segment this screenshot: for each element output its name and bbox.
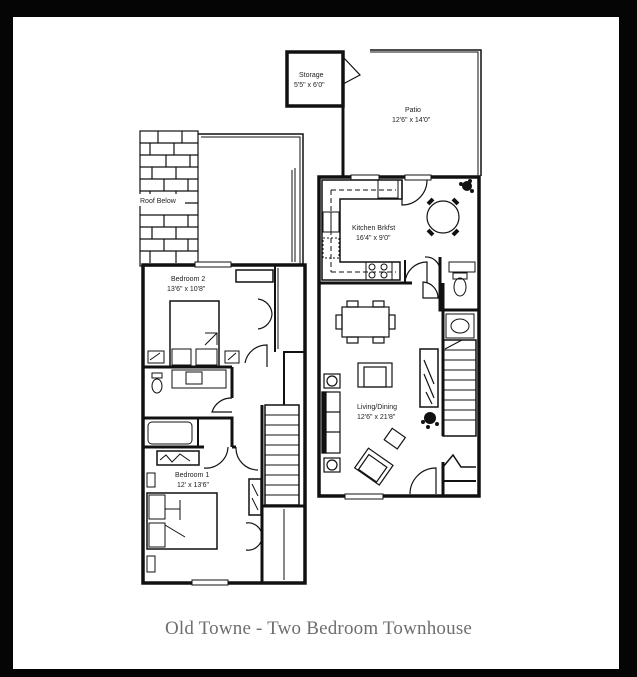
breakfast-table xyxy=(426,197,460,237)
bedroom-2-furniture xyxy=(147,269,274,445)
stairs-upper xyxy=(264,404,300,506)
floor-plan-sheet xyxy=(13,17,619,669)
stairs-lower xyxy=(442,339,477,437)
living-furniture xyxy=(321,348,439,486)
bedroom-1-label: Bedroom 1 xyxy=(175,472,209,479)
bedroom-2-size: 13'6" x 10'8" xyxy=(167,286,206,293)
ground-floor: Storage 5'5" x 6'0" Patio 12'6" x 14'0" xyxy=(285,49,482,500)
bedroom-2-label: Bedroom 2 xyxy=(171,276,205,283)
patio-label: Patio xyxy=(405,107,421,114)
kitchen-label: Kitchen Brkfst xyxy=(352,225,395,232)
roof-label: Roof Below xyxy=(140,198,177,205)
plant-icon xyxy=(459,179,474,193)
living-size: 12'6" x 21'8" xyxy=(357,414,396,421)
kitchen-size: 16'4" x 9'0" xyxy=(356,235,391,242)
plant-icon xyxy=(421,412,439,429)
floor-plan-caption: Old Towne - Two Bedroom Townhouse xyxy=(164,618,473,639)
storage-size: 5'5" x 6'0" xyxy=(294,82,325,89)
bedroom-1-size: 12' x 13'6" xyxy=(177,482,210,489)
dining-table xyxy=(335,300,396,344)
kitchen-counters xyxy=(321,179,403,281)
living-label: Living/Dining xyxy=(357,404,397,411)
powder-room-fixtures xyxy=(445,261,476,339)
patio-size: 12'6" x 14'0" xyxy=(392,117,431,124)
upper-floor: Roof Below xyxy=(139,130,307,586)
bedroom-1-furniture xyxy=(146,450,262,573)
storage-label: Storage xyxy=(299,72,324,79)
